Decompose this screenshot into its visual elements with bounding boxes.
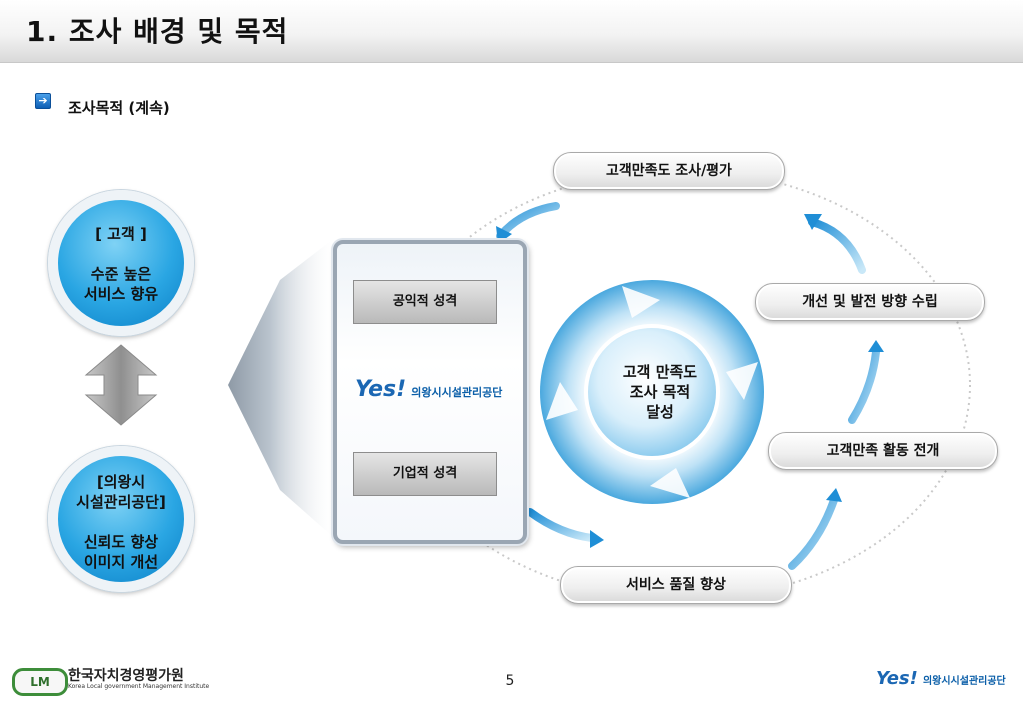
curved-arrow-icon [526,508,596,542]
organization-circle-text: [의왕시 시설관리공단] 신뢰도 향상 이미지 개선 [76,473,166,571]
organization-logo: Yes! 의왕시시설관리공단 [355,377,502,402]
organization-circle: [의왕시 시설관리공단] 신뢰도 향상 이미지 개선 [48,446,194,592]
footer-org-name: 한국자치경영평가원 [68,668,184,684]
curved-arrow-icon [848,348,880,424]
curved-arrow-icon [788,496,838,570]
footer-logo-yes: Yes! [876,668,918,689]
customer-circle-text: [ 고객 ] 수준 높은 서비스 향유 [83,225,159,303]
arrow-right-bullet-icon: ➔ [35,93,51,109]
funnel-shape [228,240,332,536]
logo-name-text: 의왕시시설관리공단 [411,386,503,399]
cycle-ring-arrowheads [546,286,758,498]
step-service-quality: 서비스 품질 향상 [560,566,792,604]
cycle-core [584,324,720,460]
page-title: 1. 조사 배경 및 목적 [26,15,289,48]
step-satisfaction-activity: 고객만족 활동 전개 [768,432,998,470]
footer-org-name-en: Korea Local government Management Instit… [68,683,210,690]
footer-logo-name: 의왕시시설관리공단 [922,676,1006,687]
klgmi-logo: LM [12,668,68,696]
customer-circle: [ 고객 ] 수준 높은 서비스 향유 [48,190,194,336]
logo-yes-text: Yes! [355,377,407,402]
footer-right-logo: Yes! 의왕시시설관리공단 [876,668,1006,689]
curved-arrow-icon [496,202,560,240]
double-arrow-vertical-icon [84,344,158,426]
header-bar [0,0,1023,63]
curved-arrow-icon [808,218,866,274]
corporate-nature-box: 기업적 성격 [353,452,497,496]
public-nature-box: 공익적 성격 [353,280,497,324]
section-subtitle: 조사목적 (계속) [68,99,170,117]
page-number: 5 [505,673,515,689]
cycle-center-text: 고객 만족도 조사 목적 달성 [622,363,698,421]
step-survey-evaluation: 고객만족도 조사/평가 [553,152,785,190]
step-improvement-planning: 개선 및 발전 방향 수립 [755,283,985,321]
